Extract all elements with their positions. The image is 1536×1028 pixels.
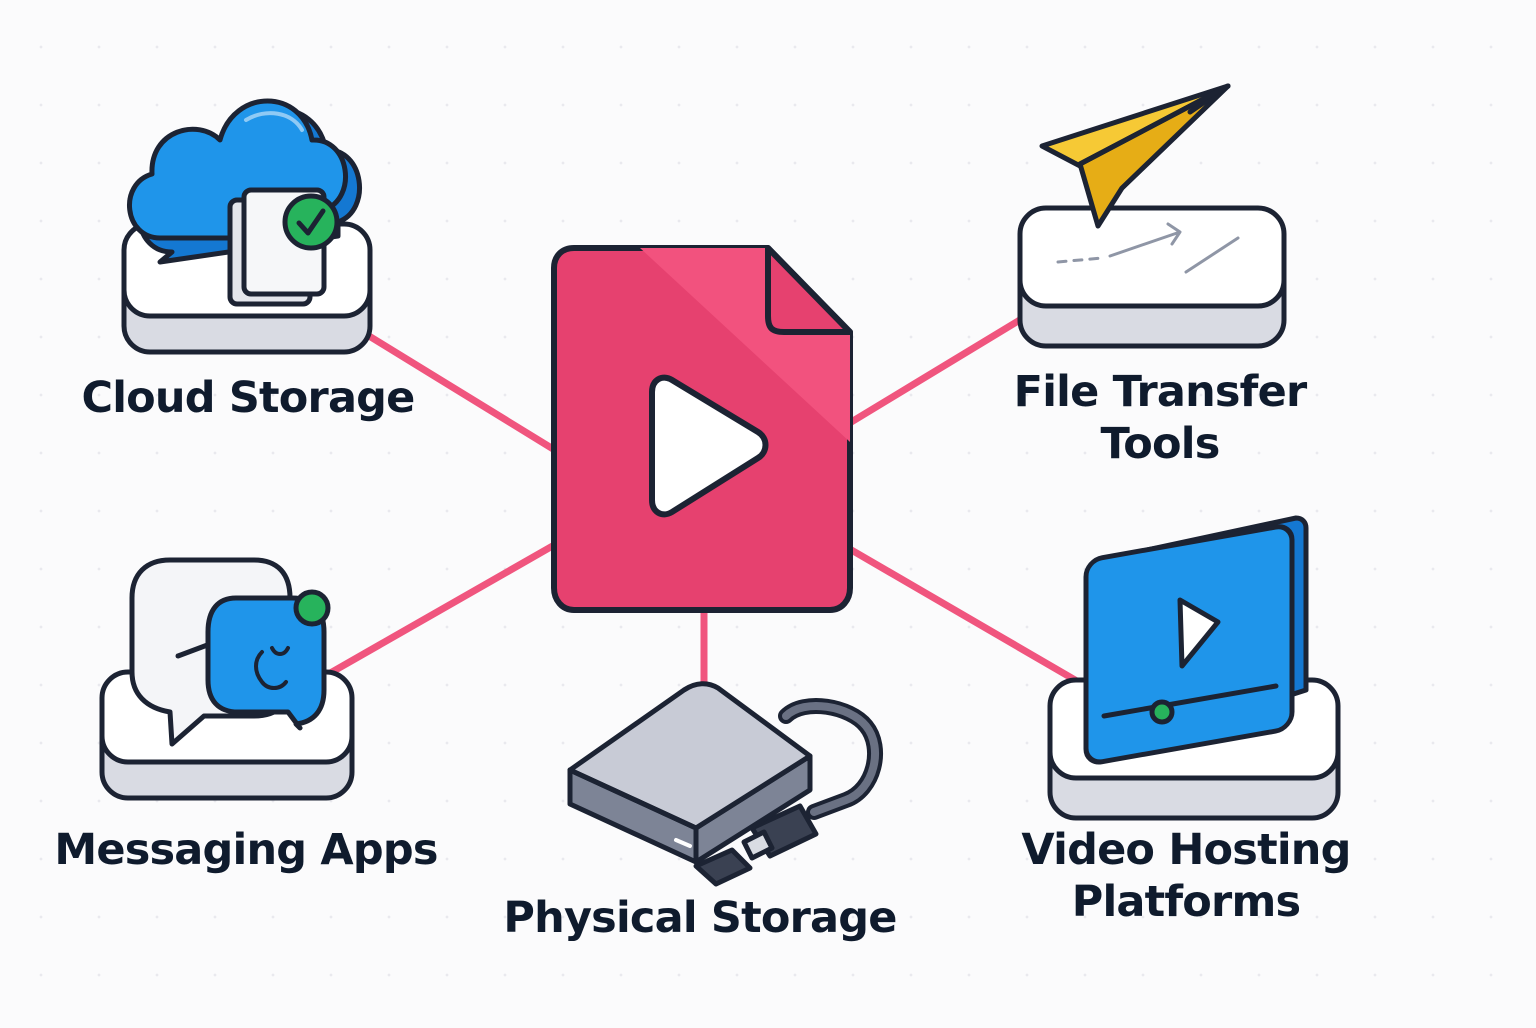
- external-drive-icon: [567, 681, 884, 887]
- chat-bubble-icon: [99, 557, 355, 801]
- video-file-icon: [551, 245, 853, 613]
- label-messaging-apps: Messaging Apps: [54, 825, 438, 875]
- label-physical-storage: Physical Storage: [503, 893, 897, 943]
- label-cloud-storage: Cloud Storage: [81, 373, 415, 423]
- paper-plane-icon: [1017, 83, 1287, 349]
- label-file-transfer-tools: File Transfer Tools: [1013, 367, 1308, 469]
- connector-messaging: [314, 540, 560, 684]
- label-video-hosting-platforms: Video Hosting Platforms: [1021, 825, 1351, 927]
- cloud-storage-icon: [121, 98, 373, 355]
- video-player-icon: [1047, 515, 1341, 821]
- connector-video: [844, 544, 1086, 688]
